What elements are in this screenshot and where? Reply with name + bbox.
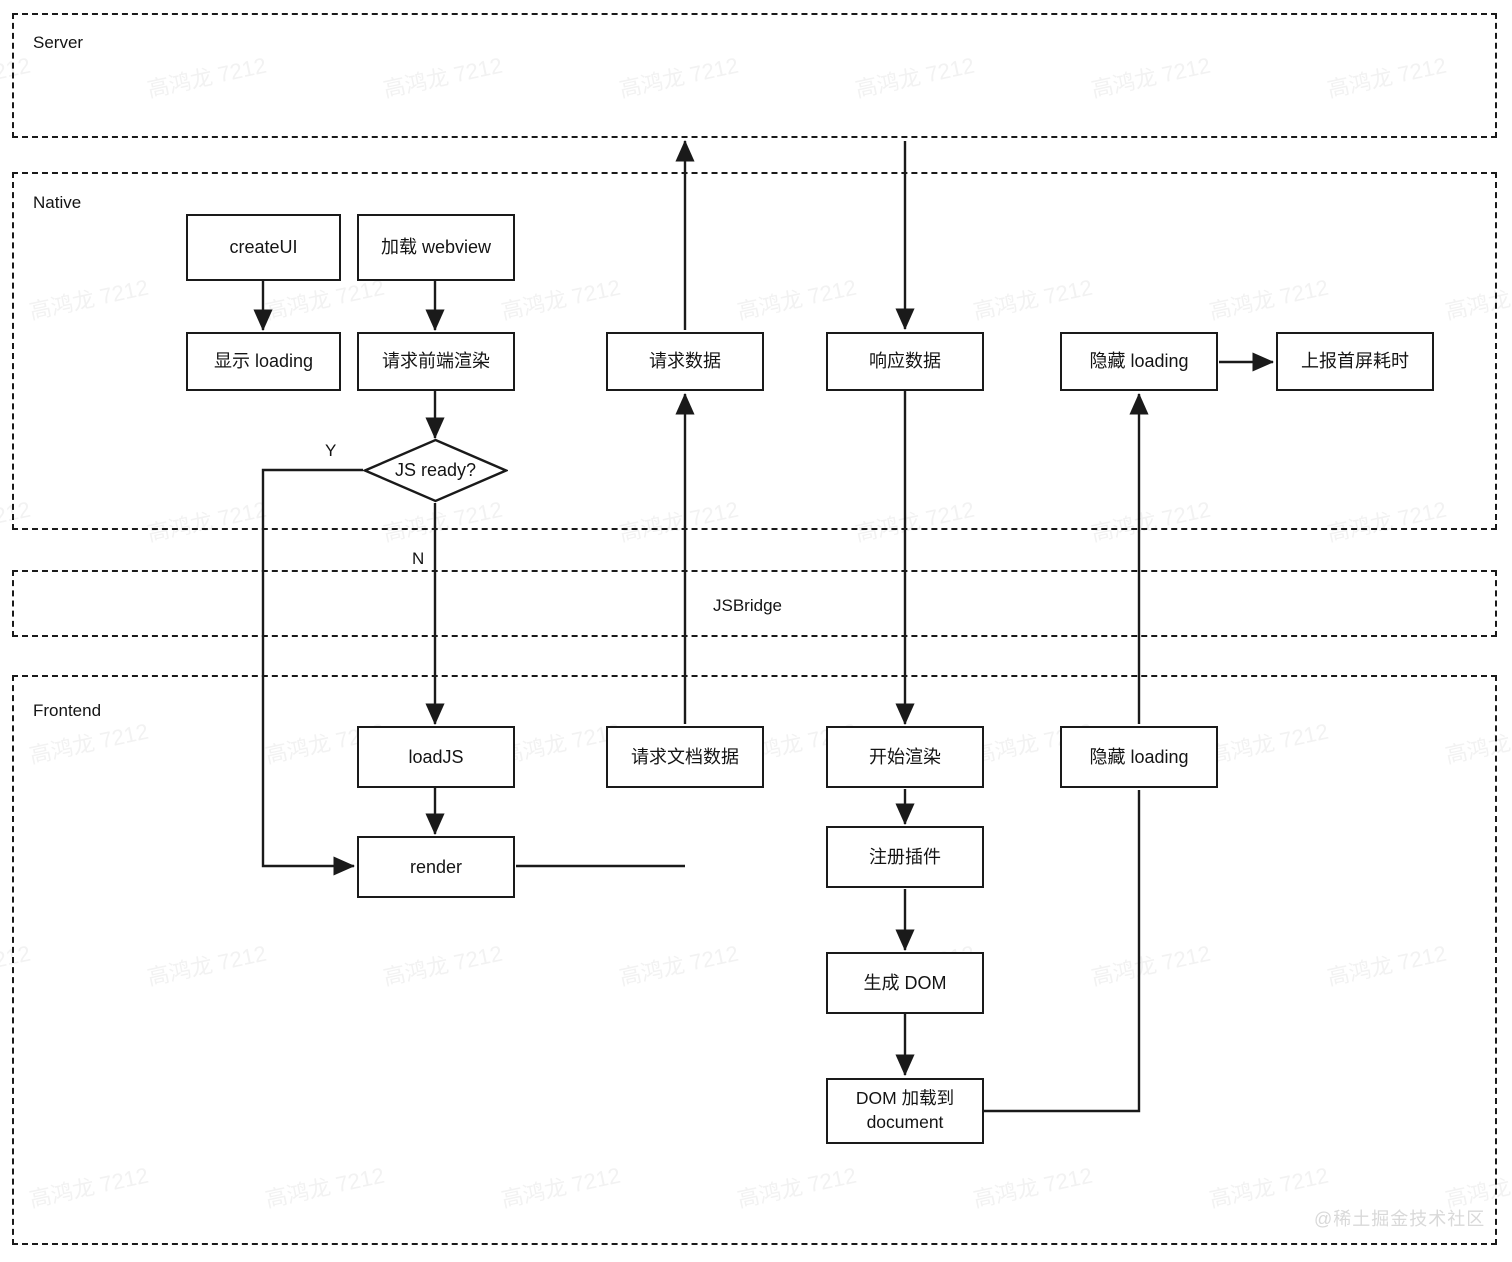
edge-label-yes: Y [325, 441, 337, 460]
node-request-doc-data[interactable]: 请求文档数据 [606, 726, 764, 788]
node-hide-loading-frontend[interactable]: 隐藏 loading [1060, 726, 1218, 788]
lane-server [12, 13, 1497, 138]
node-start-render[interactable]: 开始渲染 [826, 726, 984, 788]
lane-native [12, 172, 1497, 530]
node-loadjs[interactable]: loadJS [357, 726, 515, 788]
edge-domtodoc-to-hideloading-elbow [984, 790, 1141, 1113]
node-js-ready-label: JS ready? [394, 460, 477, 480]
node-request-data[interactable]: 请求数据 [606, 332, 764, 391]
edge-label-no: N [412, 549, 425, 568]
node-hide-loading-native[interactable]: 隐藏 loading [1060, 332, 1218, 391]
node-load-webview[interactable]: 加载 webview [357, 214, 515, 281]
community-credit: @稀土掘金技术社区 [1314, 1209, 1486, 1229]
node-report-first-paint[interactable]: 上报首屏耗时 [1276, 332, 1434, 391]
node-js-ready[interactable]: JS ready? [363, 438, 508, 503]
lane-jsbridge [12, 570, 1497, 637]
diamond-shape [363, 438, 508, 503]
node-dom-to-document[interactable]: DOM 加载到 document [826, 1078, 984, 1144]
lane-label-native: Native [33, 193, 82, 212]
lane-label-server: Server [33, 33, 84, 52]
node-show-loading[interactable]: 显示 loading [186, 332, 341, 391]
lane-label-jsbridge: JSBridge [713, 596, 782, 615]
lane-frontend [12, 675, 1497, 1245]
edge-jsready-yes-to-render [261, 468, 363, 876]
node-response-data[interactable]: 响应数据 [826, 332, 984, 391]
lane-label-frontend: Frontend [33, 701, 102, 720]
node-render[interactable]: render [357, 836, 515, 898]
node-request-frontend-render[interactable]: 请求前端渲染 [357, 332, 515, 391]
node-register-plugin[interactable]: 注册插件 [826, 826, 984, 888]
node-createui[interactable]: createUI [186, 214, 341, 281]
node-generate-dom[interactable]: 生成 DOM [826, 952, 984, 1014]
